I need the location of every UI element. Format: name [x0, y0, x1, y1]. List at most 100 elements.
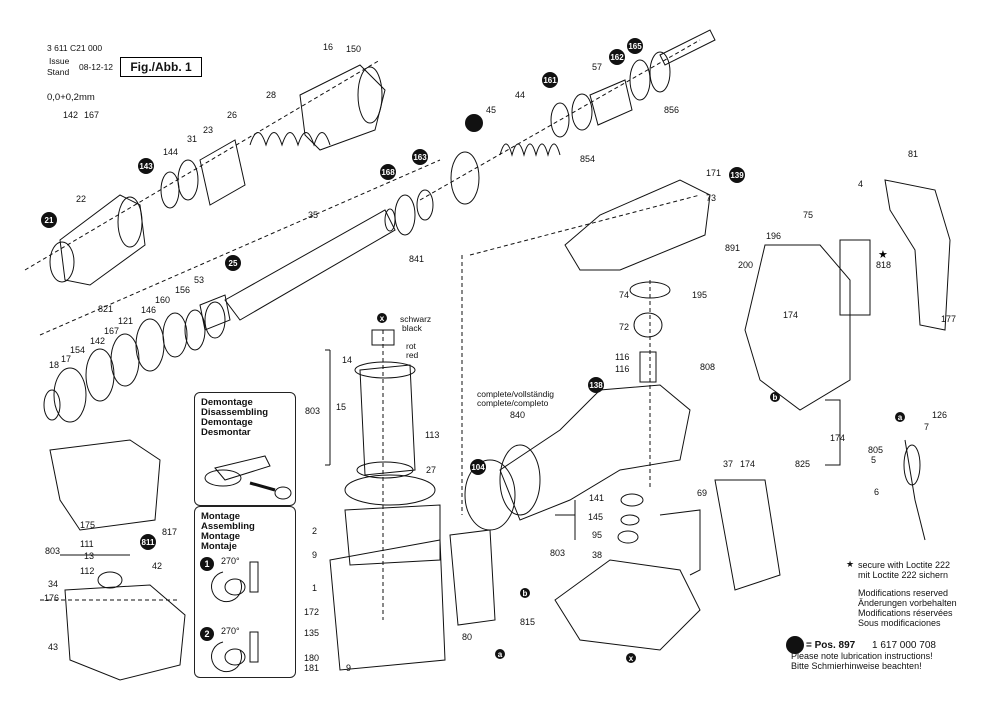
- callout-138: 138: [588, 377, 604, 393]
- label-16: 16: [323, 42, 333, 52]
- lubrication-note-en: Please note lubrication instructions!: [791, 651, 933, 661]
- assembly-panel: Montage Assembling Montage Montaje 1 270…: [194, 506, 296, 678]
- marker-b-brush: b: [520, 588, 530, 598]
- svg-text:b: b: [773, 393, 778, 402]
- wire-red-en: red: [406, 350, 419, 360]
- label-167: 167: [84, 110, 99, 120]
- svg-text:143: 143: [139, 162, 153, 171]
- brush-holder: [449, 529, 496, 626]
- label-34: 34: [48, 579, 58, 589]
- label-126: 126: [932, 410, 947, 420]
- label-28: 28: [266, 90, 276, 100]
- crank-housing: [49, 439, 161, 531]
- label-1: 1: [312, 583, 317, 593]
- label-167b: 167: [104, 326, 119, 336]
- label-135: 135: [304, 628, 319, 638]
- label-141: 141: [589, 493, 604, 503]
- label-2: 2: [312, 526, 317, 536]
- label-174c: 174: [740, 459, 755, 469]
- label-856: 856: [664, 105, 679, 115]
- label-4: 4: [858, 179, 863, 189]
- callout-811: 811: [140, 534, 156, 550]
- label-75: 75: [803, 210, 813, 220]
- modifications-note-2: Änderungen vorbehalten: [858, 598, 957, 608]
- label-160: 160: [155, 295, 170, 305]
- disassembly-title-2: Disassembling: [201, 407, 269, 418]
- svg-text:138: 138: [589, 381, 603, 390]
- svg-text:a: a: [898, 413, 903, 422]
- complete-label-2: complete/completo: [477, 398, 549, 408]
- label-80: 80: [462, 632, 472, 642]
- barrel-35: [224, 209, 396, 321]
- svg-text:165: 165: [628, 42, 642, 51]
- label-815: 815: [520, 617, 535, 627]
- chuck-cone: [59, 194, 146, 286]
- marker-b-handle: b: [770, 392, 780, 402]
- label-116b: 116: [615, 364, 629, 374]
- label-42: 42: [152, 561, 162, 571]
- label-31: 31: [187, 134, 197, 144]
- top-cover: [564, 179, 711, 271]
- axis-line-right: [469, 194, 701, 256]
- label-81: 81: [908, 149, 918, 159]
- label-177: 177: [941, 314, 956, 324]
- label-111: 111: [80, 539, 94, 549]
- disassembly-title-1: Demontage: [201, 397, 253, 408]
- angle-270-first: 270°: [221, 556, 240, 566]
- callout-45-blank: [465, 114, 483, 132]
- label-38: 38: [592, 550, 602, 560]
- label-45: 45: [486, 105, 496, 115]
- drive-shaft: [659, 29, 716, 66]
- disassembly-title-3: Demontage: [201, 417, 253, 428]
- wire-red-de: rot: [406, 341, 417, 351]
- lubrication-note-de: Bitte Schmierhinweise beachten!: [791, 661, 922, 671]
- callout-circles: 143 21 25 161 162 165 168 163 139 138 10…: [41, 38, 804, 654]
- label-5: 5: [871, 455, 876, 465]
- tolerance-label: 0,0+0,2mm: [47, 92, 95, 103]
- label-112: 112: [80, 566, 94, 576]
- label-13: 13: [84, 551, 94, 561]
- label-817: 817: [162, 527, 177, 537]
- label-172: 172: [304, 607, 319, 617]
- label-74: 74: [619, 290, 629, 300]
- label-854: 854: [580, 154, 595, 164]
- label-15: 15: [336, 402, 346, 412]
- label-144: 144: [163, 147, 178, 157]
- marker-x-bottom: x: [626, 653, 636, 663]
- svg-text:b: b: [523, 589, 528, 598]
- label-176: 176: [44, 593, 59, 603]
- label-175: 175: [80, 520, 95, 530]
- side-cover: [714, 479, 781, 591]
- callout-165: 165: [627, 38, 643, 54]
- issue-label: Issue: [49, 56, 70, 66]
- label-196: 196: [766, 231, 781, 241]
- label-821: 821: [98, 304, 113, 314]
- label-840: 840: [510, 410, 525, 420]
- assembly-illustration: 1 270° 2 270°: [200, 556, 259, 673]
- assembly-title-1: Montage: [201, 511, 241, 522]
- label-113: 113: [425, 430, 439, 440]
- label-9b: 9: [346, 663, 351, 673]
- label-95: 95: [592, 530, 602, 540]
- callout-168: 168: [380, 164, 396, 180]
- label-17: 17: [61, 354, 71, 364]
- field-stator: [344, 504, 441, 566]
- modifications-note-3: Modifications réservées: [858, 608, 953, 618]
- callout-163: 163: [412, 149, 428, 165]
- label-53: 53: [194, 275, 204, 285]
- axis-line-front: [24, 59, 381, 271]
- assembly-title-4: Montaje: [201, 541, 237, 552]
- label-150: 150: [346, 44, 361, 54]
- label-803: 803: [550, 548, 565, 558]
- disassembly-panel: Demontage Disassembling Demontage Desmon…: [194, 392, 296, 506]
- marker-a-cable: a: [895, 412, 905, 422]
- tool-holder: [299, 64, 386, 151]
- label-154: 154: [70, 345, 85, 355]
- wire-black-de: schwarz: [400, 314, 431, 324]
- label-14: 14: [342, 355, 352, 365]
- loctite-note-2: mit Loctite 222 sichern: [858, 570, 949, 580]
- main-handle: [744, 244, 851, 411]
- label-808: 808: [700, 362, 715, 372]
- label-69: 69: [697, 488, 707, 498]
- label-142b: 142: [90, 336, 105, 346]
